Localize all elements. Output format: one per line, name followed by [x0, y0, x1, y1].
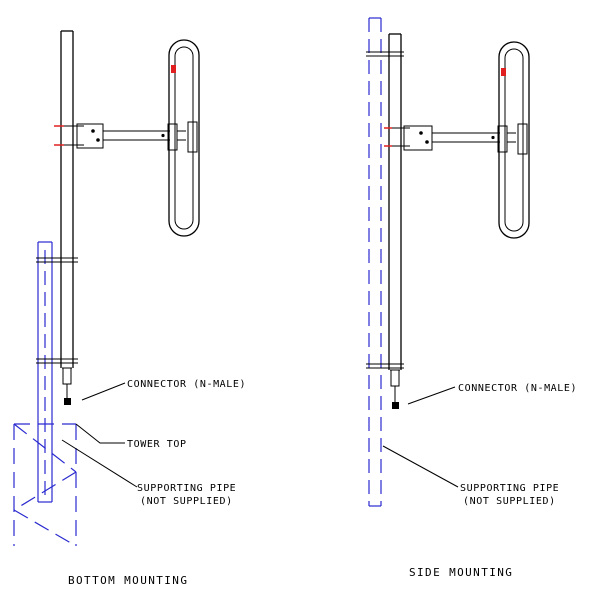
supporting-pipe-right: [368, 17, 382, 507]
leaders-right: [382, 386, 459, 488]
side-mounting-view: CONNECTOR (N-MALE) SUPPORTING PIPE (NOT …: [366, 17, 577, 579]
not-supplied-label-left: (NOT SUPPLIED): [140, 496, 233, 507]
caption-bottom-mounting: BOTTOM MOUNTING: [68, 574, 188, 587]
not-supplied-label-right: (NOT SUPPLIED): [463, 496, 556, 507]
pipe-clamps-left: [36, 257, 78, 364]
connector-right: [392, 402, 399, 409]
leaders-left: [61, 382, 138, 488]
folded-dipole-right: [497, 41, 530, 239]
bottom-mounting-view: CONNECTOR (N-MALE) TOWER TOP SUPPORTING …: [13, 30, 246, 587]
supporting-pipe-label-right: SUPPORTING PIPE: [460, 483, 559, 494]
tower-top-structure: [13, 423, 77, 547]
tower-top-label: TOWER TOP: [127, 439, 187, 450]
antenna-mast-right: [388, 33, 402, 402]
antenna-mast-left: [60, 30, 74, 398]
caption-side-mounting: SIDE MOUNTING: [409, 566, 513, 579]
boom-bracket-left: [54, 123, 170, 149]
boom-bracket-right: [384, 125, 500, 151]
folded-dipole-left: [167, 39, 200, 237]
pipe-clamps-right: [366, 51, 404, 369]
supporting-pipe-label-left: SUPPORTING PIPE: [137, 483, 236, 494]
connector-label-left: CONNECTOR (N-MALE): [127, 379, 246, 390]
supporting-pipe-left: [37, 241, 53, 503]
connector-label-right: CONNECTOR (N-MALE): [458, 383, 577, 394]
connector-left: [64, 398, 71, 405]
